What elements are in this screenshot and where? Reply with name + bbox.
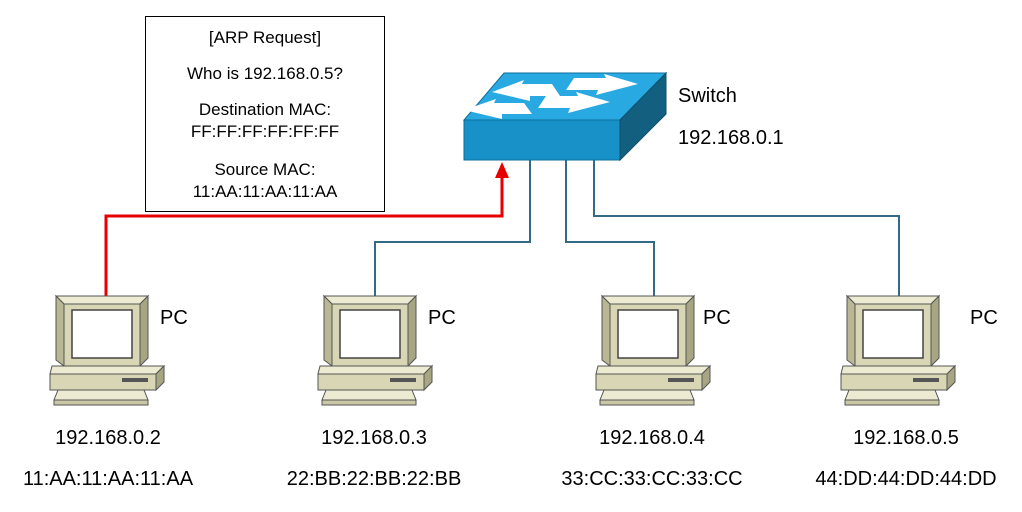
switch-label: Switch — [678, 85, 737, 107]
desktop-computer-icon — [49, 295, 165, 406]
pc-label: PC — [428, 307, 456, 329]
desktop-computer-icon — [840, 295, 956, 406]
pc-mac: 44:DD:44:DD:44:DD — [815, 468, 997, 490]
pc-mac: 11:AA:11:AA:11:AA — [22, 468, 194, 490]
arp-request-title: [ARP Request] — [208, 28, 322, 47]
switch-ip: 192.168.0.1 — [678, 127, 784, 149]
desktop-computer-icon — [595, 295, 711, 406]
pc-mac: 22:BB:22:BB:22:BB — [286, 468, 462, 490]
link-switch-pc-5 — [593, 160, 900, 296]
arp-request-path — [104, 176, 504, 296]
pc-label: PC — [970, 307, 998, 329]
pc-ip: 192.168.0.2 — [55, 427, 161, 449]
destination-mac-label: Destination MAC: — [198, 100, 332, 119]
desktop-computer-icon — [317, 295, 433, 406]
network-switch-icon — [462, 71, 668, 162]
arp-request-arrowhead — [495, 162, 509, 178]
source-mac-label: Source MAC: — [214, 160, 316, 179]
pc-mac: 33:CC:33:CC:33:CC — [561, 468, 743, 490]
source-mac-value: 11:AA:11:AA:11:AA — [192, 182, 338, 201]
pc-label: PC — [703, 307, 731, 329]
link-switch-pc-3 — [374, 160, 531, 296]
pc-ip: 192.168.0.5 — [853, 427, 959, 449]
link-switch-pc-4 — [565, 160, 655, 296]
pc-ip: 192.168.0.4 — [599, 427, 705, 449]
arp-request-question: Who is 192.168.0.5? — [187, 64, 343, 83]
destination-mac-value: FF:FF:FF:FF:FF:FF — [190, 122, 340, 141]
pc-ip: 192.168.0.3 — [321, 427, 427, 449]
pc-label: PC — [160, 307, 188, 329]
arp-request-box: [ARP Request] Who is 192.168.0.5? Destin… — [145, 16, 385, 212]
